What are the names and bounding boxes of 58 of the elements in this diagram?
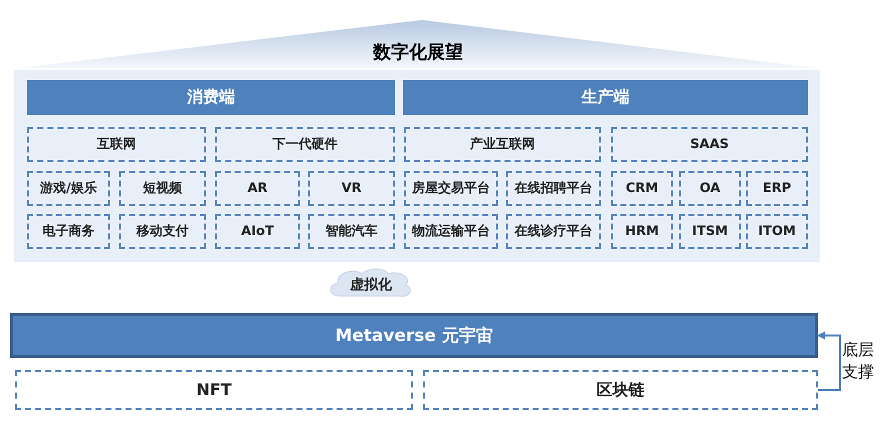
category-box — [679, 214, 741, 249]
category-box — [611, 127, 808, 162]
category-box — [506, 214, 601, 249]
foundation-box — [15, 370, 413, 410]
base-bar — [10, 313, 818, 358]
category-box — [215, 214, 300, 249]
node-label: ERP — [762, 182, 792, 196]
node-label: 产业互联网 — [470, 138, 535, 152]
node-label: 区块链 — [596, 383, 644, 397]
node-label: 短视频 — [143, 182, 182, 196]
category-box — [404, 171, 498, 206]
header-bar — [27, 80, 395, 115]
node-label: ITSM — [692, 224, 728, 238]
category-box — [27, 171, 110, 206]
category-box — [119, 171, 206, 206]
title-text: 数字化展望 — [373, 41, 463, 64]
category-box — [308, 214, 395, 249]
node-label: AR — [247, 182, 268, 196]
category-box — [308, 171, 395, 206]
category-box — [404, 214, 498, 249]
node-label: NFT — [196, 383, 232, 397]
node-label: 移动支付 — [136, 224, 188, 238]
category-box — [404, 127, 601, 162]
bracket-arrow — [817, 332, 841, 391]
category-box — [746, 214, 808, 249]
node-label: 智能汽车 — [326, 224, 378, 238]
category-box — [27, 127, 206, 162]
node-label: CRM — [626, 182, 658, 196]
node-label: SAAS — [690, 138, 729, 152]
category-box — [679, 171, 741, 206]
category-box — [27, 214, 110, 249]
node-label: OA — [700, 182, 720, 196]
foundation-box — [423, 370, 818, 410]
category-box — [215, 127, 395, 162]
node-label: VR — [341, 182, 362, 196]
header-label: 消费端 — [187, 87, 235, 108]
node-label: 在线招聘平台 — [514, 182, 592, 196]
node-label: 在线诊疗平台 — [514, 224, 592, 238]
panel-background — [14, 70, 820, 262]
header-bar — [403, 80, 808, 115]
header-label: 生产端 — [582, 87, 630, 108]
category-box — [746, 171, 808, 206]
category-box — [506, 171, 601, 206]
node-label: Metaverse 元宇宙 — [335, 325, 493, 347]
category-box — [215, 171, 300, 206]
node-label: ITOM — [758, 224, 796, 238]
category-box — [611, 214, 673, 249]
node-label: 虚拟化 — [350, 276, 392, 294]
node-label: 房屋交易平台 — [412, 182, 490, 196]
category-box — [611, 171, 673, 206]
category-box — [119, 214, 206, 249]
node-label: 下一代硬件 — [272, 138, 338, 152]
node-label: 电子商务 — [42, 224, 94, 238]
node-label: 游戏/娱乐 — [40, 182, 97, 196]
node-label: AIoT — [241, 224, 274, 238]
node-label: 互联网 — [97, 138, 136, 152]
node-label: 物流运输平台 — [412, 224, 490, 238]
node-label: HRM — [625, 224, 659, 238]
